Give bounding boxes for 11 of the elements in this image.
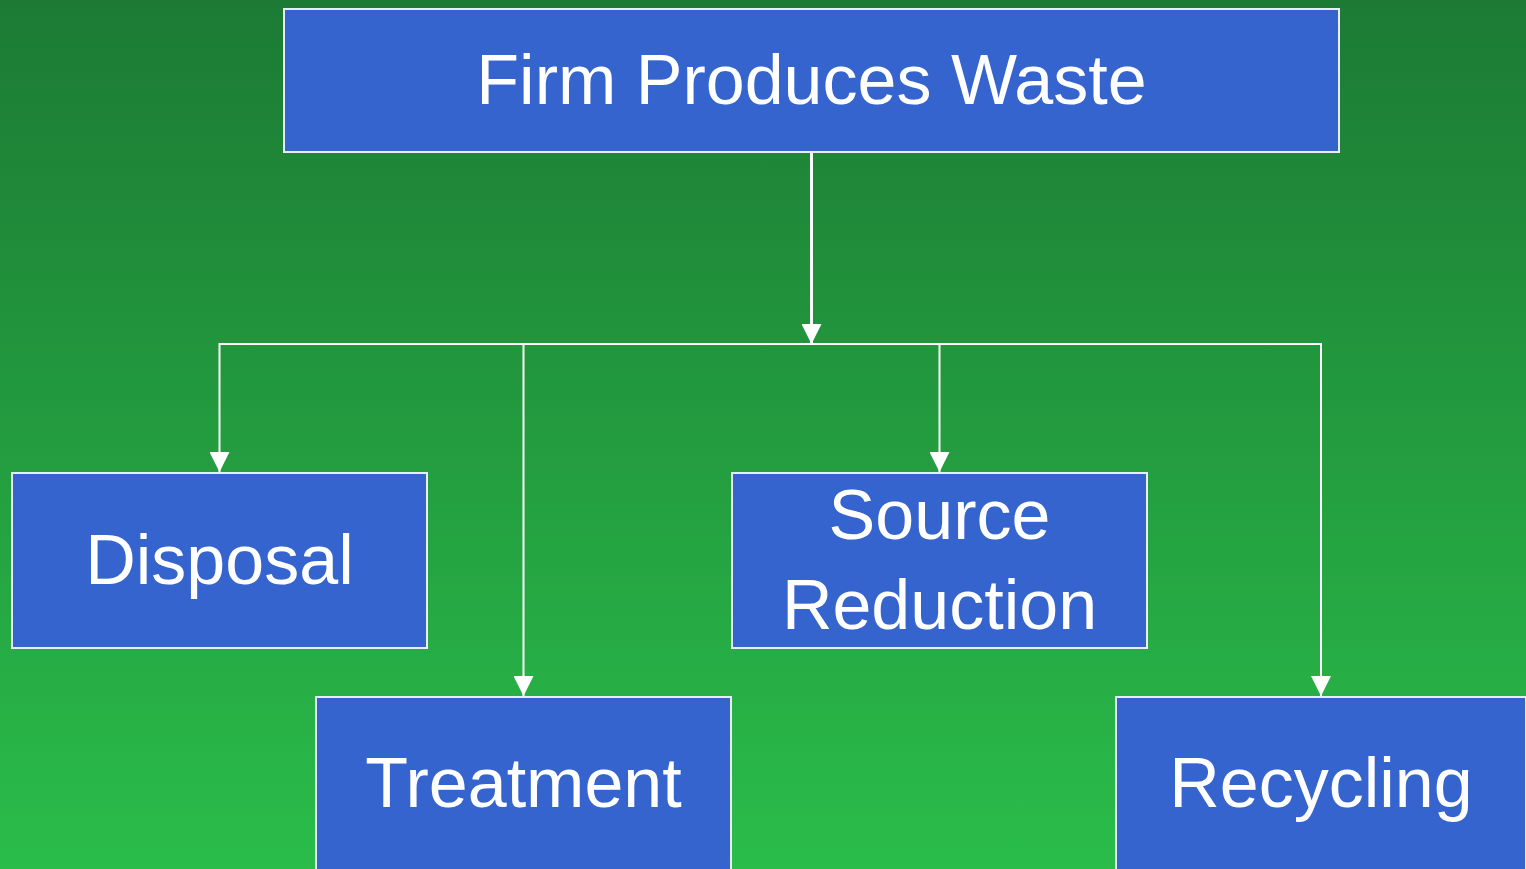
box-label: Treatment (365, 743, 682, 825)
process-box (731, 472, 1148, 649)
box-label: Firm Produces Waste (476, 39, 1147, 121)
process-box (11, 472, 428, 649)
box-label: Recycling (1169, 743, 1473, 825)
process-box (1115, 696, 1526, 869)
box-label: Disposal (85, 519, 354, 601)
process-box (283, 8, 1340, 153)
connector-arrow (810, 152, 1331, 697)
process-box (315, 696, 732, 869)
box-label: Source Reduction (780, 474, 1099, 646)
